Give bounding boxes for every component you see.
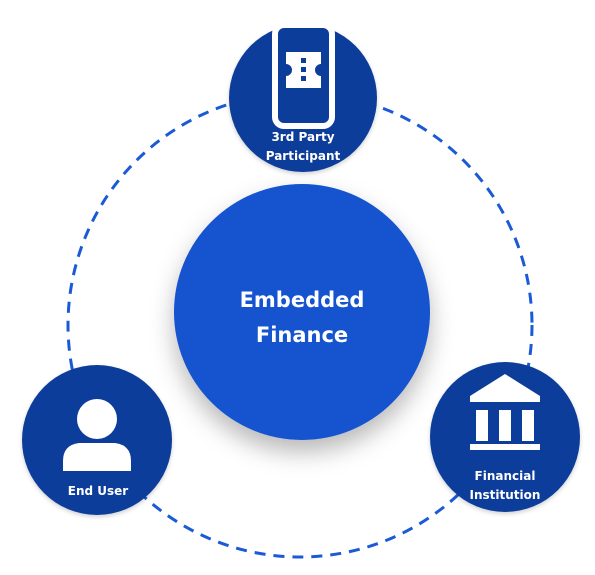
node-financial-institution-label-line2: Institution xyxy=(470,488,541,502)
center-circle xyxy=(174,184,430,440)
node-third-party: 3rd Party Participant xyxy=(229,22,377,172)
node-end-user: End User xyxy=(22,365,172,515)
bank-building-icon xyxy=(470,374,540,450)
center-title-line2: Finance xyxy=(256,323,348,347)
node-third-party-circle xyxy=(229,24,377,172)
center-title-line1: Embedded xyxy=(240,288,365,312)
center-hub: Embedded Finance xyxy=(174,184,430,440)
node-third-party-label-line1: 3rd Party xyxy=(271,130,334,144)
node-financial-institution-label-line1: Financial xyxy=(475,469,536,483)
user-person-icon xyxy=(63,399,131,471)
node-financial-institution: Financial Institution xyxy=(430,362,580,512)
node-end-user-circle xyxy=(22,365,172,515)
node-third-party-label-line2: Participant xyxy=(266,149,341,163)
mobile-phone-ticket-icon xyxy=(272,22,335,129)
node-end-user-label: End User xyxy=(68,484,129,498)
